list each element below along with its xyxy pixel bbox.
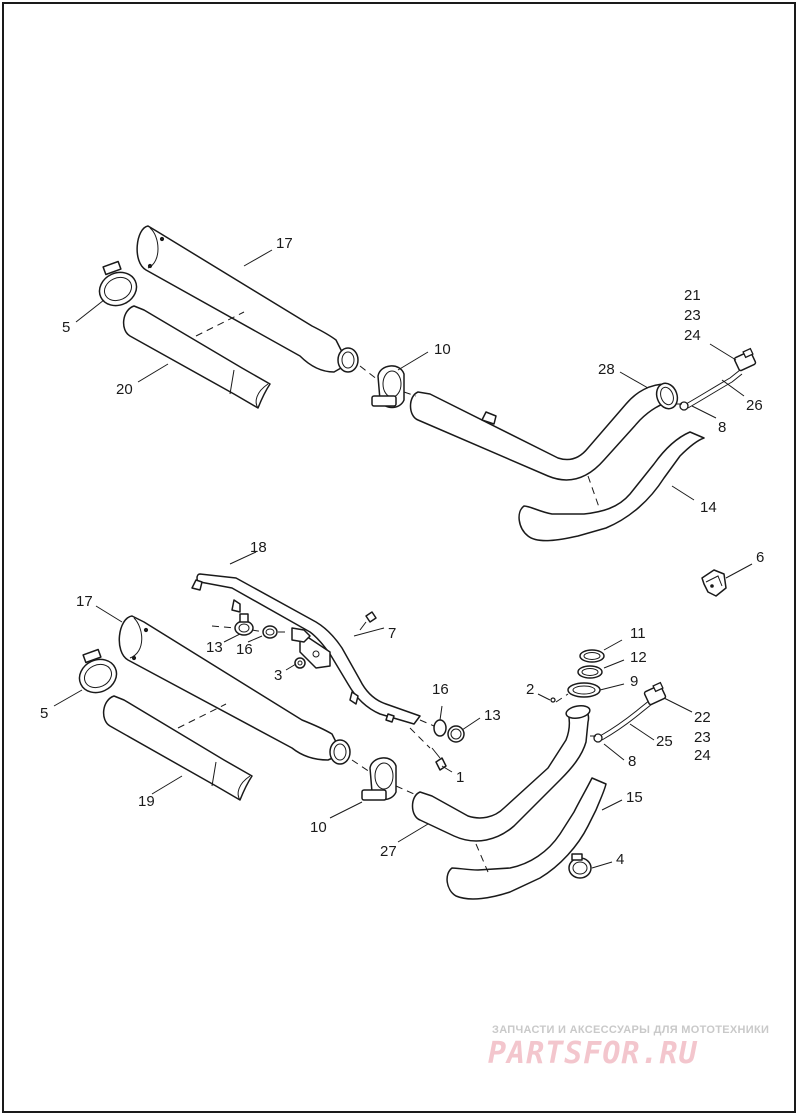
muffler-upper xyxy=(136,225,359,373)
callout-3: 3 xyxy=(274,667,282,684)
header-pipe-upper xyxy=(409,382,679,481)
callout-5-lower: 5 xyxy=(40,705,48,722)
heat-shield-lower xyxy=(102,695,253,801)
callout-1: 1 xyxy=(456,769,464,786)
callout-5-upper: 5 xyxy=(62,319,70,336)
callout-26: 26 xyxy=(746,397,763,414)
callout-24-lower: 24 xyxy=(694,747,711,764)
callout-16-right: 16 xyxy=(432,681,449,698)
band-clamp-upper xyxy=(371,365,405,409)
clamp-upper xyxy=(98,260,138,307)
callout-17-lower: 17 xyxy=(76,593,93,610)
callout-23-lower: 23 xyxy=(694,729,711,746)
callout-6: 6 xyxy=(756,549,764,566)
callout-16-left: 16 xyxy=(236,641,253,658)
alignment-lines xyxy=(177,311,601,873)
callout-7: 7 xyxy=(388,625,396,642)
callout-24-upper: 24 xyxy=(684,327,701,344)
callout-13-left: 13 xyxy=(206,639,223,656)
mounting-bracket xyxy=(191,573,421,725)
callout-12: 12 xyxy=(630,649,647,666)
watermark-tagline: ЗАПЧАСТИ И АКСЕССУАРЫ ДЛЯ МОТОТЕХНИКИ xyxy=(492,1024,770,1036)
callout-18: 18 xyxy=(250,539,267,556)
callouts: 17 5 20 10 28 21 23 24 26 8 14 18 6 17 7… xyxy=(40,235,764,868)
callout-23-upper: 23 xyxy=(684,307,701,324)
connector-6 xyxy=(701,569,727,597)
watermark-logo: PARTSFOR.RU xyxy=(488,1036,698,1071)
hardware-small xyxy=(234,611,556,771)
leader-lines xyxy=(53,249,753,869)
clamp-4 xyxy=(568,853,592,879)
clamp-lower xyxy=(78,648,118,694)
heat-shield-front xyxy=(518,431,705,542)
callout-4: 4 xyxy=(616,851,624,868)
callout-19: 19 xyxy=(138,793,155,810)
callout-28: 28 xyxy=(598,361,615,378)
callout-11: 11 xyxy=(630,625,646,642)
callout-21: 21 xyxy=(684,287,701,304)
heat-shield-upper xyxy=(122,305,271,409)
callout-20: 20 xyxy=(116,381,133,398)
callout-8-upper: 8 xyxy=(718,419,726,436)
callout-9: 9 xyxy=(630,673,638,690)
callout-10-upper: 10 xyxy=(434,341,451,358)
callout-2: 2 xyxy=(526,681,534,698)
muffler-lower xyxy=(118,615,351,765)
callout-27: 27 xyxy=(380,843,397,860)
header-pipe-lower xyxy=(411,704,591,842)
callout-25: 25 xyxy=(656,733,673,750)
callout-17-upper: 17 xyxy=(276,235,293,252)
callout-14: 14 xyxy=(700,499,717,516)
callout-22: 22 xyxy=(694,709,711,726)
gaskets xyxy=(567,649,605,698)
callout-13-right: 13 xyxy=(484,707,501,724)
callout-10-lower: 10 xyxy=(310,819,327,836)
band-clamp-lower xyxy=(361,757,397,801)
callout-15: 15 xyxy=(626,789,643,806)
oxygen-sensor-upper xyxy=(676,347,757,411)
callout-8-lower: 8 xyxy=(628,753,636,770)
oxygen-sensor-lower xyxy=(590,681,667,743)
heat-shield-rear xyxy=(446,777,607,900)
